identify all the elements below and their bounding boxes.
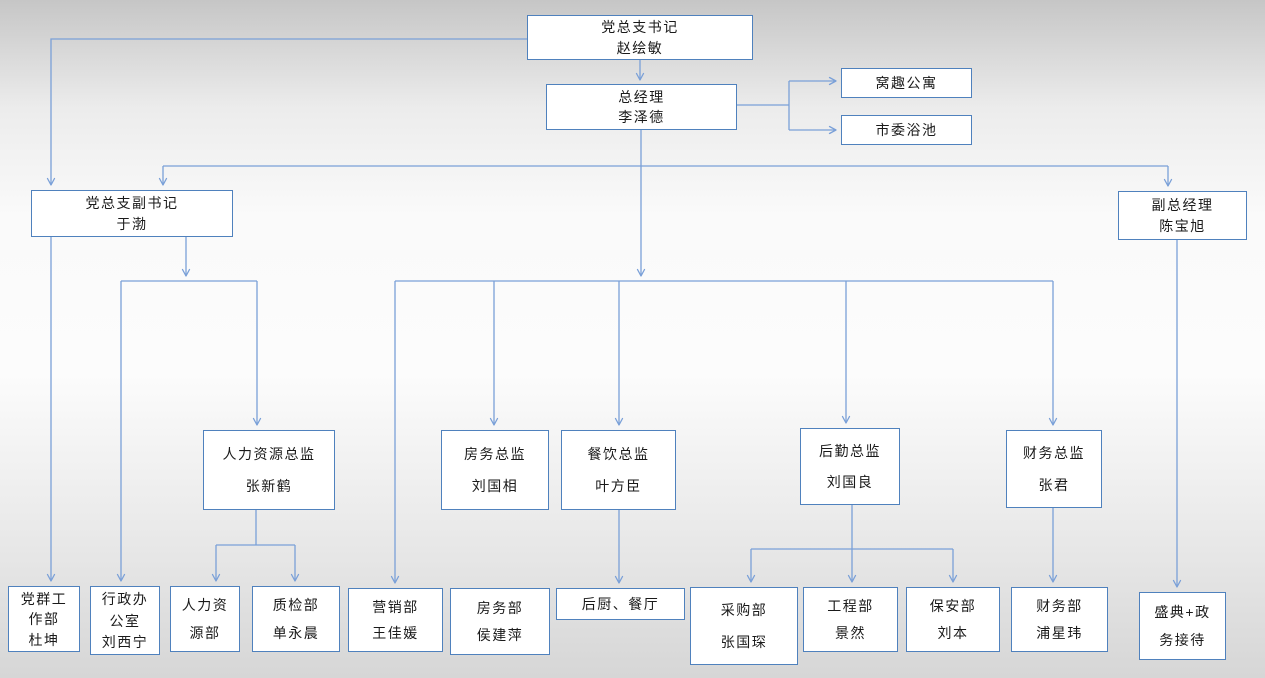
org-node-deputy-general-manager: 副总经理陈宝旭: [1118, 191, 1247, 240]
org-node-label: 赵绘敏: [616, 39, 664, 56]
org-node-purchasing-dept: 采购部张国琛: [690, 587, 798, 665]
org-node-label: 人力资: [181, 597, 229, 614]
org-node-label: 陈宝旭: [1159, 218, 1206, 235]
org-node-label: 市委浴池: [875, 122, 938, 138]
org-node-label: 房务总监: [464, 446, 526, 462]
org-node-label: 行政办: [101, 591, 149, 608]
org-node-label: 营销部: [372, 598, 419, 615]
org-node-label: 作部: [28, 611, 60, 627]
org-node-label: 单永晨: [272, 624, 320, 641]
org-node-deputy-party-secretary: 党总支副书记于渤: [31, 190, 233, 237]
org-node-grand-reception: 盛典+政务接待: [1139, 592, 1226, 660]
org-node-logistics-director: 后勤总监刘国良: [800, 428, 900, 505]
org-node-label: 务接待: [1159, 632, 1206, 648]
org-node-label: 刘本: [937, 625, 969, 641]
org-node-label: 盛典+政: [1154, 604, 1211, 620]
org-node-label: 张君: [1038, 476, 1070, 493]
org-node-general-manager: 总经理李泽德: [546, 84, 737, 130]
connector-secretary-to-deputy-secretary: [46, 38, 527, 186]
org-node-label: 李泽德: [618, 109, 665, 126]
org-node-label: 采购部: [720, 602, 768, 619]
org-node-kitchen-restaurant: 后厨、餐厅: [556, 588, 685, 620]
org-node-finance-director: 财务总监张君: [1006, 430, 1102, 508]
org-node-admin-office: 行政办公室刘西宁: [90, 586, 160, 655]
org-node-marketing-dept: 营销部王佳媛: [348, 588, 443, 652]
org-node-party-secretary: 党总支书记赵绘敏: [527, 15, 753, 60]
org-node-label: 于渤: [116, 216, 148, 232]
org-node-label: 刘国良: [826, 474, 874, 490]
org-node-label: 叶方臣: [595, 478, 642, 494]
org-node-label: 浦星玮: [1036, 625, 1083, 641]
org-node-label: 张国琛: [720, 633, 768, 650]
org-node-housekeeping-dept: 房务部侯建萍: [450, 588, 550, 655]
org-node-hr-dept: 人力资源部: [170, 586, 240, 652]
org-node-label: 党群工: [20, 590, 68, 607]
org-node-shiwei-bathhouse: 市委浴池: [841, 115, 972, 145]
org-node-label: 党总支副书记: [85, 195, 179, 211]
org-node-security-dept: 保安部刘本: [906, 587, 1000, 652]
org-node-finance-dept: 财务部浦星玮: [1011, 587, 1108, 652]
org-node-housekeeping-director: 房务总监刘国相: [441, 430, 549, 510]
org-node-label: 杜坤: [28, 631, 60, 648]
org-node-label: 保安部: [929, 598, 977, 614]
org-node-label: 财务部: [1036, 598, 1083, 614]
org-node-hr-director: 人力资源总监张新鹤: [203, 430, 335, 510]
org-node-label: 王佳媛: [372, 625, 419, 642]
org-node-quality-inspection-dept: 质检部单永晨: [252, 586, 340, 652]
org-node-label: 人力资源总监: [222, 446, 316, 462]
org-node-label: 源部: [189, 624, 221, 641]
org-node-label: 财务总监: [1023, 445, 1085, 462]
org-node-catering-director: 餐饮总监叶方臣: [561, 430, 676, 510]
org-node-label: 质检部: [272, 597, 320, 614]
org-node-label: 工程部: [827, 598, 874, 614]
org-node-label: 刘西宁: [101, 633, 149, 650]
org-node-label: 总经理: [618, 88, 665, 105]
org-node-label: 窝趣公寓: [875, 75, 938, 91]
org-node-label: 房务部: [476, 599, 524, 616]
org-node-label: 后勤总监: [819, 443, 881, 459]
org-node-label: 餐饮总监: [587, 446, 650, 462]
org-node-label: 公室: [109, 612, 141, 629]
org-node-label: 刘国相: [471, 478, 519, 494]
org-node-party-mass-work-dept: 党群工作部杜坤: [8, 586, 80, 652]
org-node-label: 副总经理: [1151, 196, 1214, 213]
org-node-label: 张新鹤: [245, 478, 293, 494]
org-node-woqu-apartment: 窝趣公寓: [841, 68, 972, 98]
org-node-engineering-dept: 工程部景然: [803, 587, 898, 652]
org-node-label: 侯建萍: [476, 627, 524, 644]
org-node-label: 后厨、餐厅: [581, 596, 660, 612]
org-node-label: 景然: [835, 625, 866, 641]
org-node-label: 党总支书记: [601, 19, 679, 36]
